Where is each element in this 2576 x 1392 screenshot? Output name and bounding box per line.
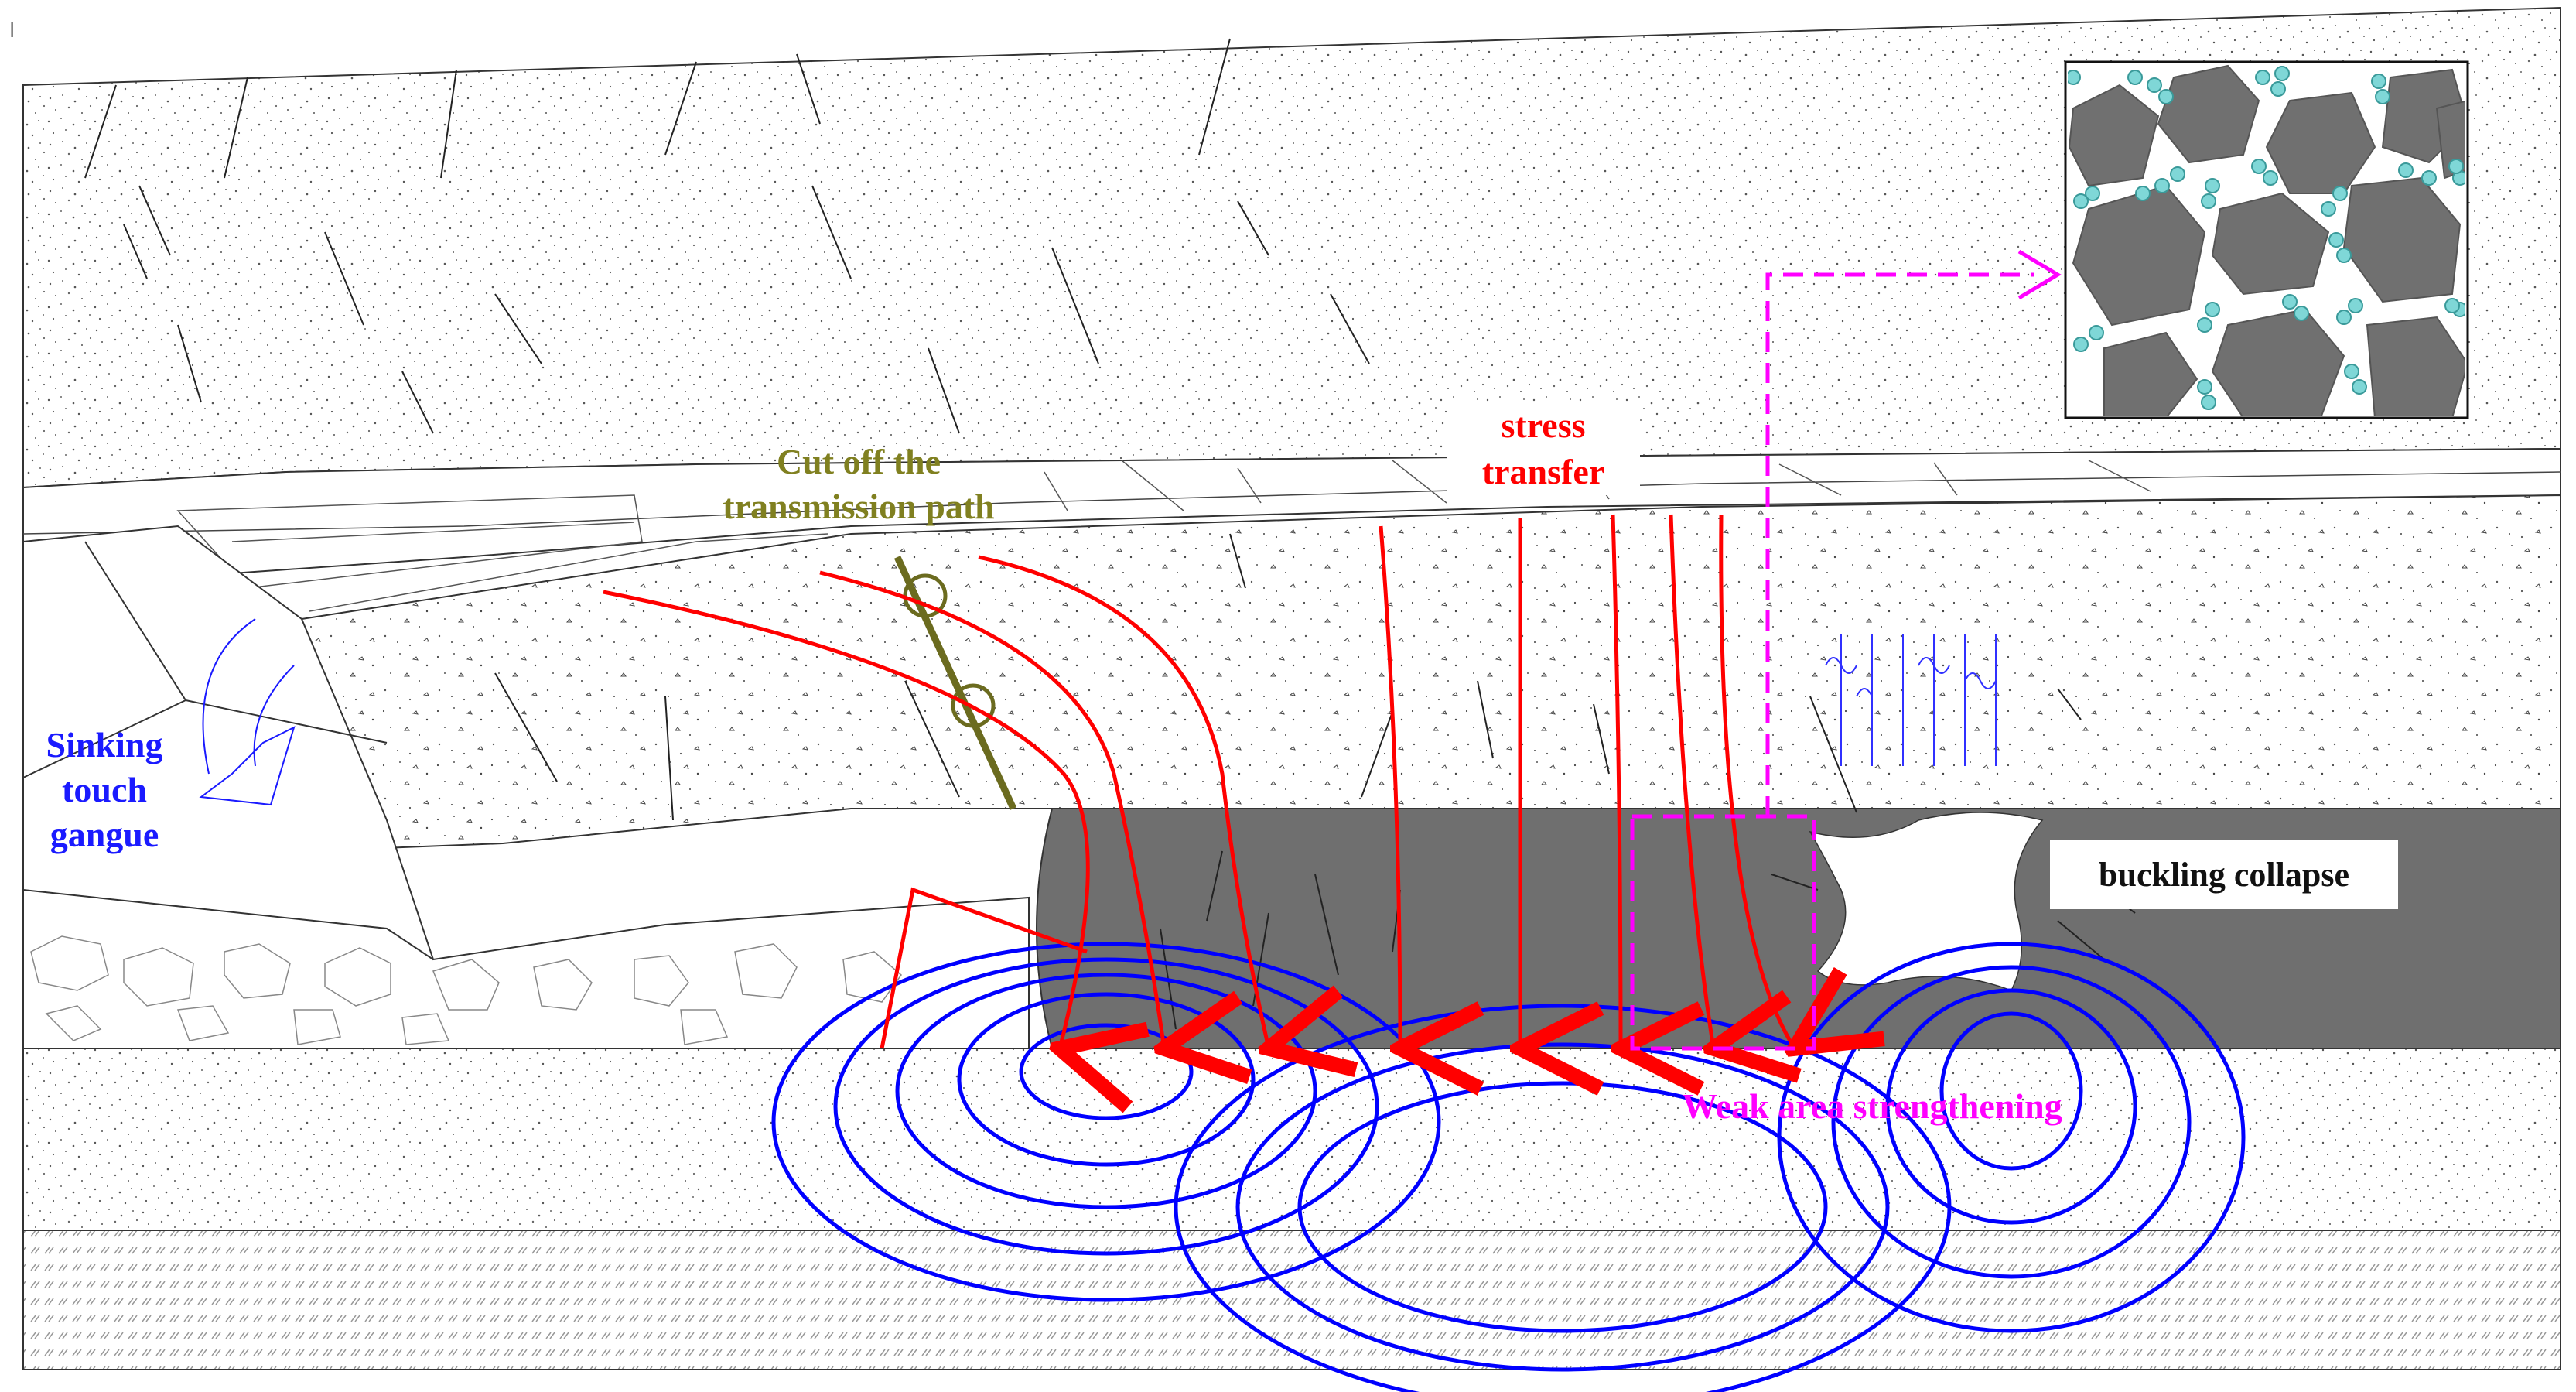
grout-particle bbox=[2197, 317, 2212, 333]
grout-particle bbox=[2274, 66, 2290, 81]
buckling-label-box bbox=[2050, 840, 2398, 909]
grout-particle bbox=[2448, 159, 2464, 174]
grout-particle bbox=[2201, 193, 2216, 209]
labels: buckling collapse Cut off the transmissi… bbox=[9, 19, 2398, 1126]
stress-line bbox=[978, 555, 1269, 1048]
grout-particle bbox=[2068, 70, 2081, 85]
weak-area-box bbox=[1630, 814, 1816, 1051]
cut-off-label-line1: Cut off the bbox=[777, 442, 941, 481]
grout-particle bbox=[2375, 89, 2390, 104]
grout-particle bbox=[2154, 178, 2170, 193]
stress-line bbox=[1379, 525, 1400, 1048]
grout-particle bbox=[2270, 81, 2286, 97]
grout-particle bbox=[2158, 89, 2174, 104]
stress-line bbox=[603, 590, 1088, 1048]
grout-particle bbox=[2205, 302, 2220, 317]
grouting-rods bbox=[1825, 634, 1997, 766]
grout-particle bbox=[2348, 298, 2363, 313]
grout-particle bbox=[2085, 186, 2100, 201]
grout-particle bbox=[2352, 379, 2367, 395]
grout-particle bbox=[2336, 248, 2352, 263]
grout-particle bbox=[2294, 306, 2309, 321]
arrow-head-icon bbox=[2017, 249, 2062, 300]
dashed-path bbox=[1765, 272, 2034, 816]
grout-particle bbox=[2089, 325, 2104, 340]
grout-particle bbox=[2201, 395, 2216, 410]
grout-particle bbox=[2135, 186, 2151, 201]
grout-particle bbox=[2282, 294, 2298, 310]
curved-arrow-icon bbox=[199, 618, 296, 806]
grout-particle bbox=[2255, 70, 2270, 85]
rock-particle bbox=[2157, 64, 2260, 164]
buckling-label: buckling collapse bbox=[2099, 856, 2349, 894]
rock-particle bbox=[2103, 331, 2198, 416]
buckling-void bbox=[1809, 812, 2044, 991]
grout-particle bbox=[2127, 70, 2143, 85]
stress-label-line1: stress bbox=[1501, 405, 1585, 445]
floor-layer bbox=[22, 1048, 2561, 1231]
grout-particle bbox=[2263, 170, 2278, 186]
page-marker: l bbox=[9, 19, 15, 43]
stress-line bbox=[1613, 514, 1621, 1048]
grout-particle bbox=[2398, 162, 2414, 178]
stress-label-line2: transfer bbox=[1482, 452, 1604, 491]
fractures bbox=[84, 38, 2136, 1030]
grout-particle bbox=[2205, 178, 2220, 193]
grout-particle bbox=[2332, 186, 2348, 201]
stress-line-branch bbox=[880, 887, 1088, 1049]
grout-particle bbox=[2073, 193, 2089, 209]
caved-rubble bbox=[30, 935, 903, 1045]
grout-particle bbox=[2147, 77, 2162, 93]
weak-area-marker bbox=[1630, 272, 2034, 1051]
stress-line bbox=[819, 570, 1164, 1048]
circle-marker-icon bbox=[951, 683, 996, 728]
rock-particle bbox=[2435, 100, 2465, 180]
grout-particle bbox=[2336, 310, 2352, 325]
rock-particle bbox=[2211, 192, 2330, 296]
grout-particle bbox=[2371, 74, 2386, 89]
grout-particle bbox=[2073, 337, 2089, 352]
grout-particle bbox=[2328, 232, 2344, 248]
particle-structure-inset bbox=[2064, 60, 2469, 419]
stress-line bbox=[1669, 514, 1713, 1048]
sinking-label-line3: gangue bbox=[50, 815, 159, 854]
grout-particle bbox=[2444, 298, 2460, 313]
stress-transfer-lines bbox=[603, 514, 1795, 1049]
stress-line bbox=[1719, 514, 1795, 1048]
grout-particle bbox=[2321, 201, 2336, 217]
grout-particle bbox=[2421, 170, 2437, 186]
rock-particle bbox=[2366, 316, 2465, 416]
grout-particle bbox=[2170, 166, 2185, 182]
grout-particle bbox=[2197, 379, 2212, 395]
grout-particle bbox=[2344, 364, 2359, 379]
weak-area-label: Weak area strengthening bbox=[1682, 1086, 2062, 1126]
immediate-roof-layer bbox=[301, 494, 2561, 853]
cut-off-label-line2: transmission path bbox=[723, 487, 994, 526]
sinking-label-line2: touch bbox=[62, 770, 147, 809]
rock-particle bbox=[2068, 84, 2160, 187]
sinking-label-line1: Sinking bbox=[46, 725, 163, 764]
grout-particle bbox=[2251, 159, 2267, 174]
